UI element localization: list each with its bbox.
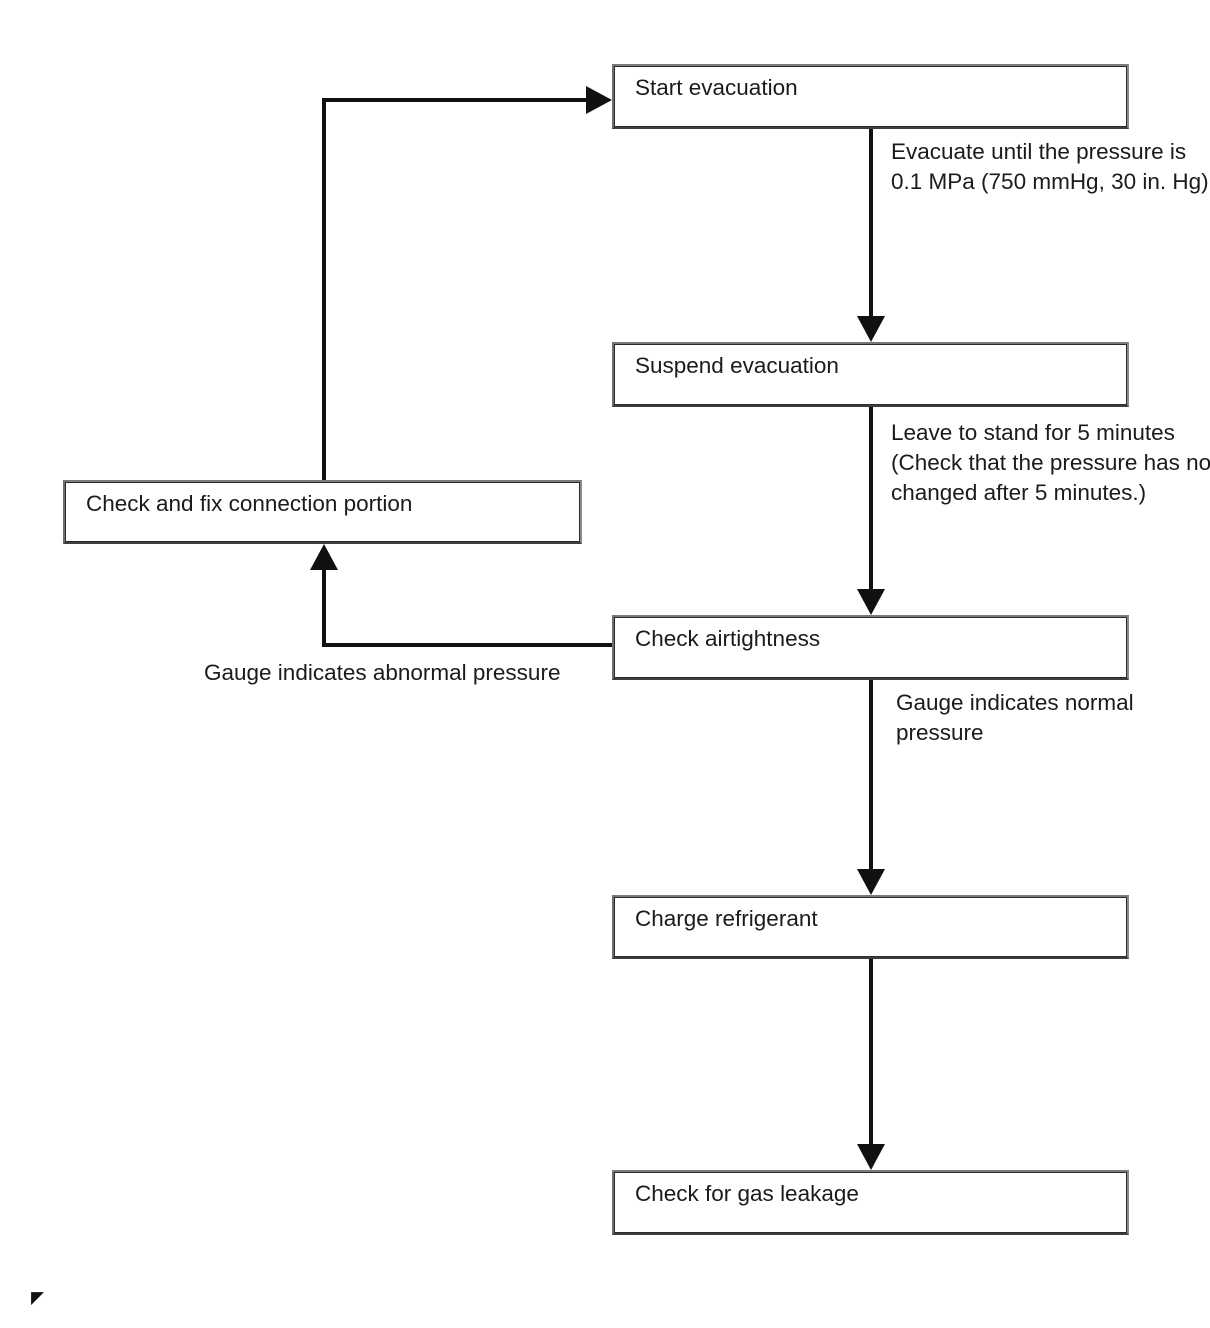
scan-artifact-glyph: ◤ [31,1288,45,1307]
node-suspend-evacuation[interactable]: Suspend evacuation [612,342,1129,407]
node-label: Check airtightness [635,626,821,651]
node-border [614,617,1127,678]
node-label: Suspend evacuation [635,353,839,378]
edge-label-leave-to-stand: Leave to stand for 5 minutes (Check that… [891,420,1210,505]
connector-airtightness-to-fix [310,544,612,647]
connector-airtightness-to-charge [857,680,885,895]
connector-fix-to-start [322,86,612,480]
edge-label-gauge-abnormal-pressure: Gauge indicates abnormal pressure [204,660,561,685]
node-label: Check for gas leakage [635,1181,859,1206]
node-border [614,344,1127,405]
node-label: Start evacuation [635,75,798,100]
connector-start-to-suspend [857,129,885,342]
node-label: Charge refrigerant [635,906,818,931]
node-check-airtightness[interactable]: Check airtightness [612,615,1129,680]
node-charge-refrigerant[interactable]: Charge refrigerant [612,895,1129,959]
node-label: Check and fix connection portion [86,491,413,516]
node-border [614,66,1127,127]
connector-suspend-to-airtightness [857,407,885,615]
node-check-for-gas-leakage[interactable]: Check for gas leakage [612,1170,1129,1235]
edge-label-evacuate-until-pressure: Evacuate until the pressure is 0.1 MPa (… [891,139,1209,194]
node-border [614,897,1127,957]
connector-charge-to-leakage [857,959,885,1170]
node-check-and-fix-connection-portion[interactable]: Check and fix connection portion [63,480,582,544]
node-start-evacuation[interactable]: Start evacuation [612,64,1129,129]
node-border [614,1172,1127,1233]
node-border [65,482,580,542]
edge-label-gauge-normal-pressure: Gauge indicates normal pressure [896,690,1134,745]
